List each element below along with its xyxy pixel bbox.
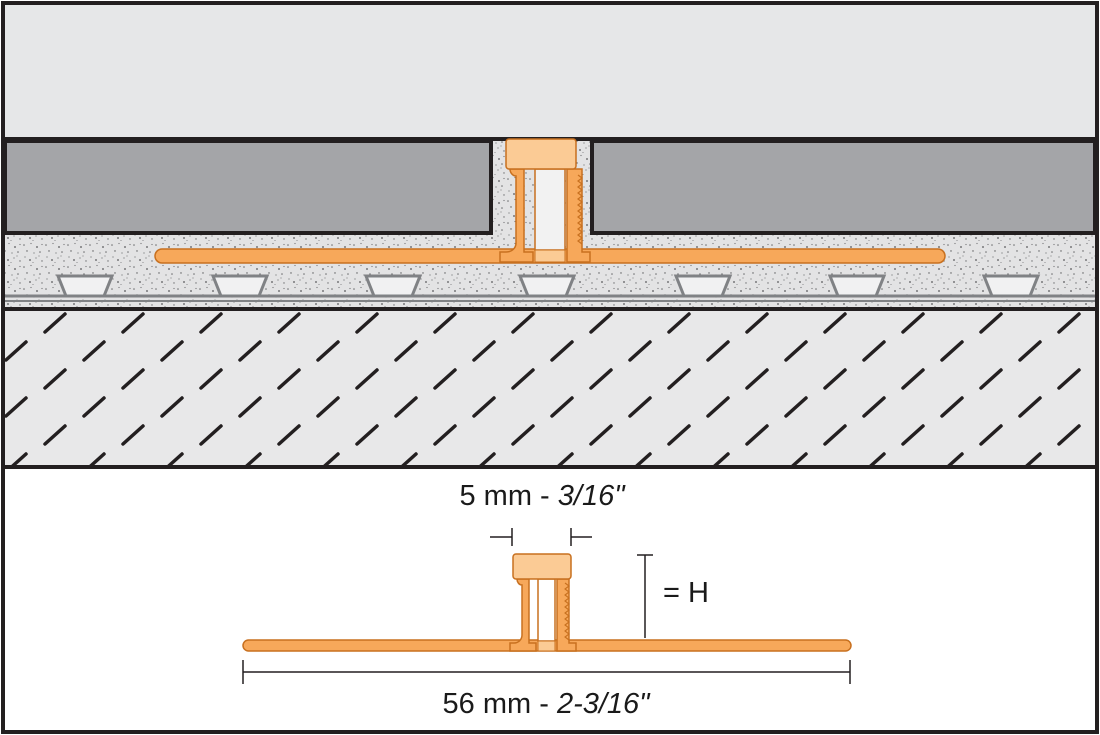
width-dimension-label: 5 mm - 3/16"	[459, 480, 626, 512]
concrete-substrate	[5, 309, 1095, 467]
movement-joint-profile-installed	[154, 138, 946, 264]
length-dimension-label: 56 mm - 2-3/16"	[443, 688, 652, 720]
width-dimension-marker	[490, 528, 592, 546]
tile-right	[590, 139, 1097, 235]
height-dimension-marker	[637, 554, 653, 638]
length-dimension-marker	[242, 660, 851, 684]
tile-left	[3, 139, 493, 235]
height-dimension-label: = H	[663, 577, 709, 609]
profile-cross-section-detail	[242, 553, 852, 652]
wall-surface	[5, 5, 1095, 139]
uncoupling-membrane	[5, 274, 1095, 302]
